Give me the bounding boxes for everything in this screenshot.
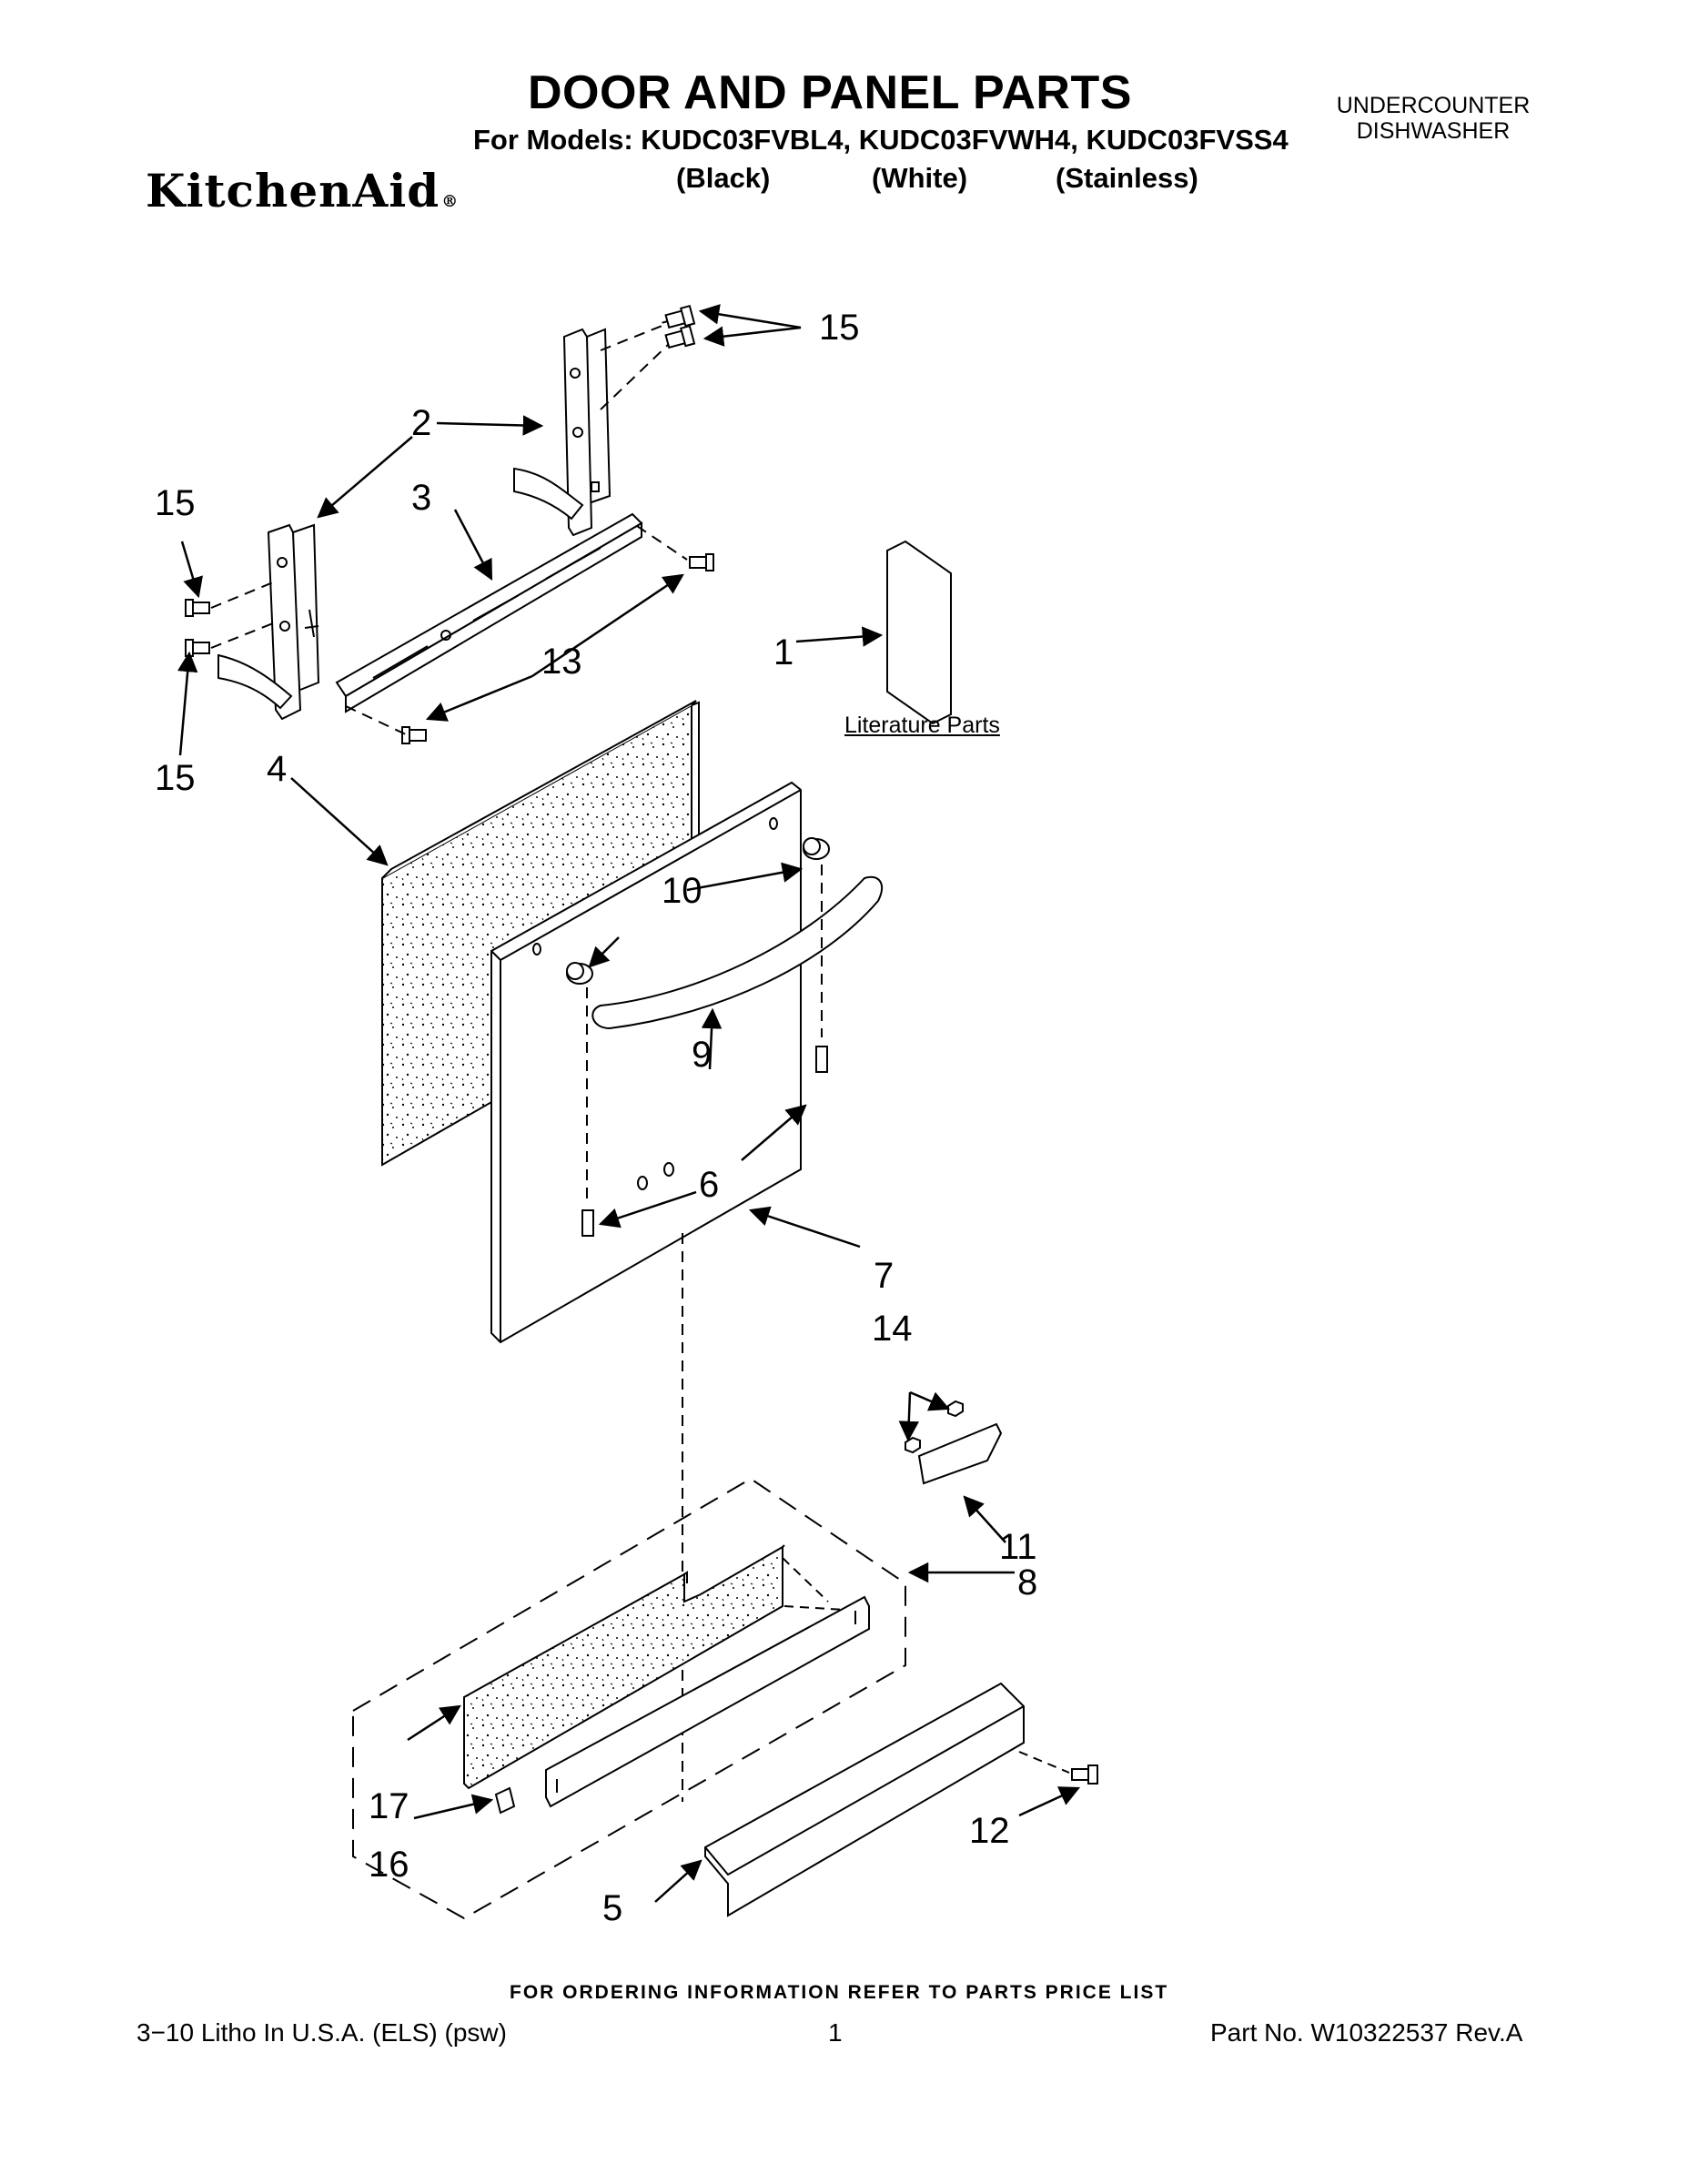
- handle-cover-plate: [917, 1422, 1003, 1485]
- variant-stainless: (Stainless): [1056, 162, 1198, 194]
- category-line-2: DISHWASHER: [1356, 118, 1511, 144]
- toe-panel-rail: [545, 1595, 870, 1808]
- door-handle: [591, 875, 883, 1030]
- model-list: For Models: KUDC03FVBL4, KUDC03FVWH4, KU…: [473, 124, 1289, 156]
- litho-code: 3−10 Litho In U.S.A. (ELS) (psw): [136, 2018, 507, 2047]
- ordering-note: FOR ORDERING INFORMATION REFER TO PARTS …: [510, 1982, 1169, 2003]
- callout-arrows: [177, 304, 1081, 1903]
- callout-15-left-bottom: 15: [155, 758, 196, 798]
- callout-15-right: 15: [819, 308, 860, 348]
- part-number: Part No. W10322537 Rev.A: [1210, 2018, 1523, 2047]
- variant-black: (Black): [676, 162, 771, 194]
- registered-mark: ®: [441, 192, 460, 211]
- callout-16: 16: [369, 1845, 409, 1885]
- callout-10: 10: [662, 871, 702, 911]
- product-category: UNDERCOUNTER DISHWASHER: [1310, 93, 1556, 144]
- door-bracket-left: [217, 523, 320, 721]
- callout-4: 4: [267, 749, 287, 789]
- page-number: 1: [828, 2018, 843, 2047]
- callout-17: 17: [369, 1786, 409, 1826]
- callout-9: 9: [692, 1035, 712, 1075]
- callout-3: 3: [411, 478, 431, 518]
- handle-spacers: [566, 837, 830, 985]
- callout-11: 11: [999, 1527, 1037, 1567]
- category-line-1: UNDERCOUNTER: [1336, 93, 1531, 118]
- callout-13: 13: [541, 642, 582, 682]
- callout-7: 7: [874, 1256, 894, 1296]
- callout-12: 12: [969, 1811, 1010, 1851]
- toe-kick-panel: [704, 1682, 1025, 1917]
- brand-logo: KitchenAid®: [146, 164, 459, 217]
- callout-1: 1: [773, 632, 793, 672]
- door-rail: [335, 512, 643, 713]
- callout-5: 5: [602, 1888, 622, 1928]
- toe-panel-assembly-boundary: [352, 1477, 906, 1920]
- screw-alignment-lines: [210, 322, 688, 736]
- variant-white: (White): [872, 162, 968, 194]
- literature-parts-label: Literature Parts: [844, 713, 1000, 738]
- callout-numbers: 1 2 3 4 5 6 7 8 9 10 11 12 13 14 15 15 1…: [155, 308, 1037, 1928]
- door-bracket-right: [513, 328, 612, 537]
- door-studs: [581, 1046, 828, 1237]
- door-panel: [490, 781, 802, 1344]
- literature-parts-box: [886, 540, 952, 725]
- callout-15-left-top: 15: [155, 483, 196, 523]
- page-title: DOOR AND PANEL PARTS: [528, 66, 1132, 119]
- callout-2: 2: [411, 403, 431, 443]
- callout-6: 6: [699, 1165, 719, 1205]
- callout-14: 14: [872, 1309, 913, 1349]
- brand-name: KitchenAid: [146, 164, 440, 217]
- toe-clip: [494, 1786, 516, 1815]
- callout-8: 8: [1017, 1562, 1037, 1603]
- toe-panel-screw: [1071, 1764, 1098, 1785]
